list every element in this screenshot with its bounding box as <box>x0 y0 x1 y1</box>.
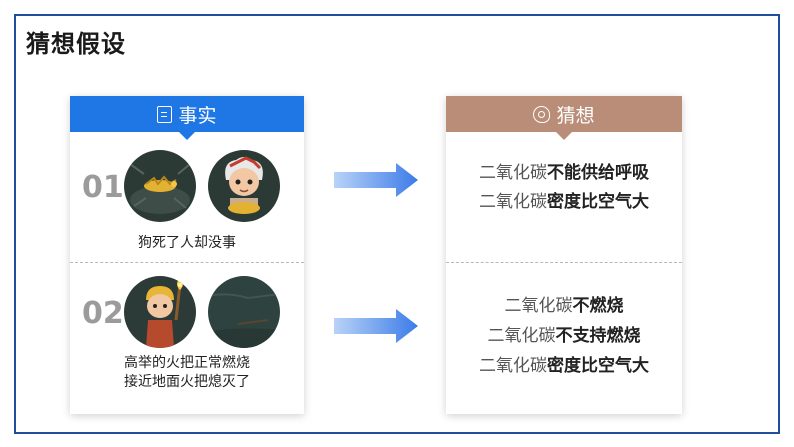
fact-number-01: 01 <box>82 170 124 205</box>
fact-number-02: 02 <box>82 296 124 331</box>
guess-1-1: 二氧化碳不能供给呼吸 <box>446 158 682 188</box>
facts-header-pointer <box>179 132 195 140</box>
torch-near-ground-illustration <box>208 276 280 348</box>
guesses-header: 猜想 <box>446 96 682 132</box>
raised-torch-illustration <box>124 276 196 348</box>
guess-bold-text: 不支持燃烧 <box>555 326 641 346</box>
head-icon <box>533 105 551 123</box>
guess-bold-text: 密度比空气大 <box>547 192 649 212</box>
dead-dog-illustration <box>124 150 196 222</box>
facts-divider <box>70 262 304 263</box>
guess-plain-text: 二氧化碳 <box>479 192 547 212</box>
guess-bold-text: 不燃烧 <box>572 296 624 316</box>
slide-title: 猜想假设 <box>26 30 126 58</box>
document-icon <box>157 105 173 123</box>
facts-header-label: 事实 <box>178 104 217 127</box>
arrow-right-icon <box>334 163 418 197</box>
guess-bold-text: 不能供给呼吸 <box>547 163 649 183</box>
guess-plain-text: 二氧化碳 <box>479 356 547 376</box>
guess-2-1: 二氧化碳不燃烧 <box>446 291 682 321</box>
guess-1-2: 二氧化碳密度比空气大 <box>446 187 682 217</box>
facts-header: 事实 <box>70 96 304 132</box>
guess-bold-text: 密度比空气大 <box>547 356 649 376</box>
fact-02-text-line1: 高举的火把正常燃烧 <box>124 355 250 371</box>
guesses-header-pointer <box>556 132 572 140</box>
guess-2-2: 二氧化碳不支持燃烧 <box>446 321 682 351</box>
guess-plain-text: 二氧化碳 <box>504 296 573 316</box>
guesses-card: 猜想 二氧化碳不能供给呼吸 二氧化碳密度比空气大 二氧化碳不燃烧 二氧化碳不支持… <box>446 96 682 414</box>
fact-01-text: 狗死了人却没事 <box>138 235 236 251</box>
facts-card: 事实 01 狗死了人却没事 02 <box>70 96 304 414</box>
guesses-header-label: 猜想 <box>556 104 595 127</box>
guesses-divider <box>446 262 682 263</box>
fact-02-text-line2: 接近地面火把熄灭了 <box>124 374 250 390</box>
guess-plain-text: 二氧化碳 <box>487 326 556 346</box>
guess-plain-text: 二氧化碳 <box>479 163 547 183</box>
boy-with-dog-illustration <box>208 150 280 222</box>
arrow-right-icon <box>334 309 418 343</box>
guess-2-3: 二氧化碳密度比空气大 <box>446 351 682 381</box>
